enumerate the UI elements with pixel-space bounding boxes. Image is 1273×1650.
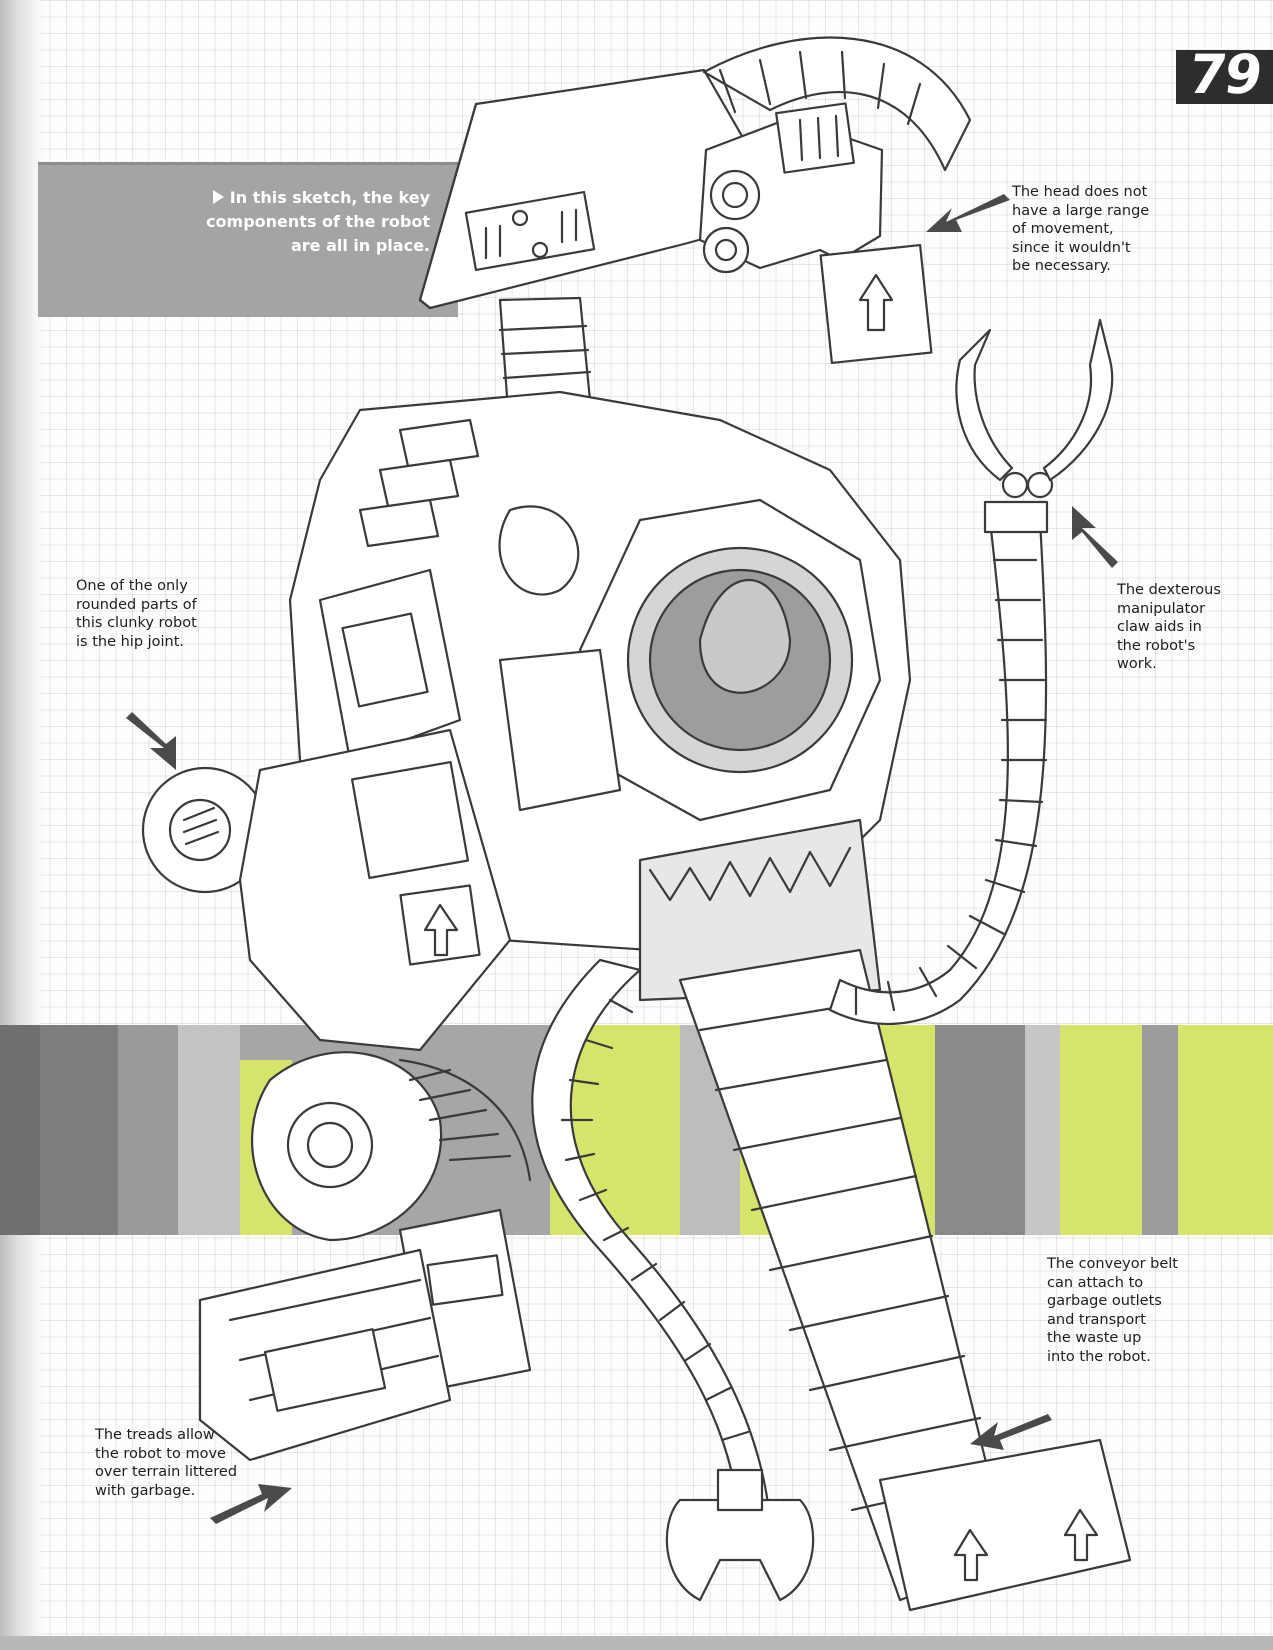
caption-conveyor: The conveyor belt can attach to garbage … <box>1047 1255 1247 1366</box>
caption-hip: One of the only rounded parts of this cl… <box>76 577 246 651</box>
caption-claw: The dexterous manipulator claw aids in t… <box>1117 581 1273 674</box>
caption-treads: The treads allow the robot to move over … <box>95 1426 295 1500</box>
caption-line: the robot to move <box>95 1445 226 1462</box>
caption-line: the waste up <box>1047 1330 1142 1346</box>
caption-line: can attach to <box>1047 1274 1144 1291</box>
page-bottom-edge <box>0 1636 1273 1650</box>
caption-line: The dexterous <box>1117 582 1221 598</box>
caption-line: into the robot. <box>1047 1348 1151 1365</box>
arrow-pointer-icon <box>126 194 1118 1524</box>
caption-line: The conveyor belt <box>1047 1256 1178 1272</box>
caption-line: and transport <box>1047 1311 1146 1328</box>
caption-line: be necessary. <box>1012 258 1111 274</box>
caption-line: of movement, <box>1012 221 1114 237</box>
caption-line: the robot's <box>1117 637 1196 654</box>
claw-wrist <box>983 500 1049 534</box>
tail-arm <box>828 518 1048 1026</box>
caption-line: garbage outlets <box>1047 1293 1162 1309</box>
head-tube <box>702 36 972 172</box>
caption-line: work. <box>1117 656 1157 672</box>
caption-line: One of the only <box>76 578 188 594</box>
caption-line: with garbage. <box>95 1482 196 1499</box>
book-spine-shadow <box>0 0 44 1650</box>
caption-head: The head does not have a large range of … <box>1012 183 1192 276</box>
caption-line: since it wouldn't <box>1012 239 1131 256</box>
conveyor-end <box>878 1438 1132 1612</box>
caption-line: have a large range <box>1012 202 1150 219</box>
caption-line: The head does not <box>1012 184 1148 200</box>
torso-mouth <box>638 818 882 1002</box>
intro-caption-band <box>38 162 458 317</box>
caption-line: over terrain littered <box>95 1464 238 1480</box>
page-number-block <box>1176 50 1273 104</box>
lower-claw <box>665 1498 815 1602</box>
torso-vents <box>358 418 480 548</box>
intro-caption: In this sketch, the key components of th… <box>190 186 430 258</box>
caption-line: claw aids in <box>1117 619 1202 635</box>
caption-line: The treads allow <box>95 1427 215 1443</box>
triangle-bullet-icon <box>212 190 224 204</box>
intro-caption-text: In this sketch, the key components of th… <box>206 188 430 255</box>
caption-line: is the hip joint. <box>76 633 185 650</box>
caption-line: this clunky robot <box>76 615 197 631</box>
caption-line: rounded parts of <box>76 596 197 613</box>
robot-head <box>418 68 752 310</box>
intro-caption-band-edge <box>38 162 458 165</box>
manipulator-claw <box>955 318 1114 482</box>
caption-line: manipulator <box>1117 600 1206 617</box>
